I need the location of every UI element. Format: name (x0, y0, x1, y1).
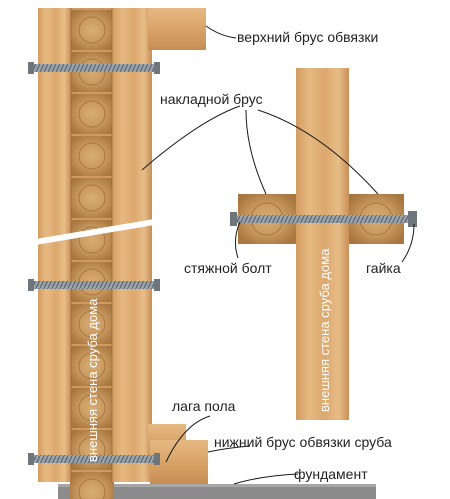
log-ring-7 (78, 310, 106, 338)
left-bolt-bottom (28, 453, 160, 465)
log-ring-4 (78, 184, 106, 212)
left-wall-vertical-label: внешняя стена сруба дома (85, 298, 100, 462)
label-bottom-frame-beam: нижний брус обвязки сруба (214, 434, 392, 450)
label-foundation: фундамент (294, 466, 368, 482)
log-ring-11 (78, 478, 106, 499)
label-overlay-beam: накладной брус (160, 91, 263, 107)
right-vertical-beam (296, 68, 349, 420)
log-ring-5 (78, 226, 106, 254)
left-bolt-top (28, 62, 160, 74)
log-end-4 (70, 178, 114, 218)
log-ring-8 (78, 352, 106, 380)
log-end-5 (70, 220, 114, 260)
log-end-3 (70, 136, 114, 176)
label-floor-joist: лага пола (172, 398, 236, 414)
right-tie-bolt (230, 211, 417, 227)
log-ring-3 (78, 142, 106, 170)
left-overlay-beam (30, 8, 160, 482)
top-frame-beam (148, 8, 206, 50)
log-end-2 (70, 94, 114, 134)
log-end-11 (70, 472, 114, 499)
left-wall-column (68, 8, 118, 499)
right-wall-vertical-label: внешняя стена сруба дома (317, 248, 332, 412)
foundation-slab (58, 484, 376, 499)
left-bolt-middle (28, 279, 160, 291)
label-top-frame-beam: верхний брус обвязки (237, 29, 378, 45)
label-nut: гайка (366, 260, 401, 276)
log-ring-9 (78, 394, 106, 422)
log-ring-0 (78, 16, 106, 44)
log-ring-2 (78, 100, 106, 128)
log-end-0 (70, 10, 114, 50)
nut-shape (408, 211, 417, 227)
label-tie-bolt: стяжной болт (184, 260, 272, 276)
